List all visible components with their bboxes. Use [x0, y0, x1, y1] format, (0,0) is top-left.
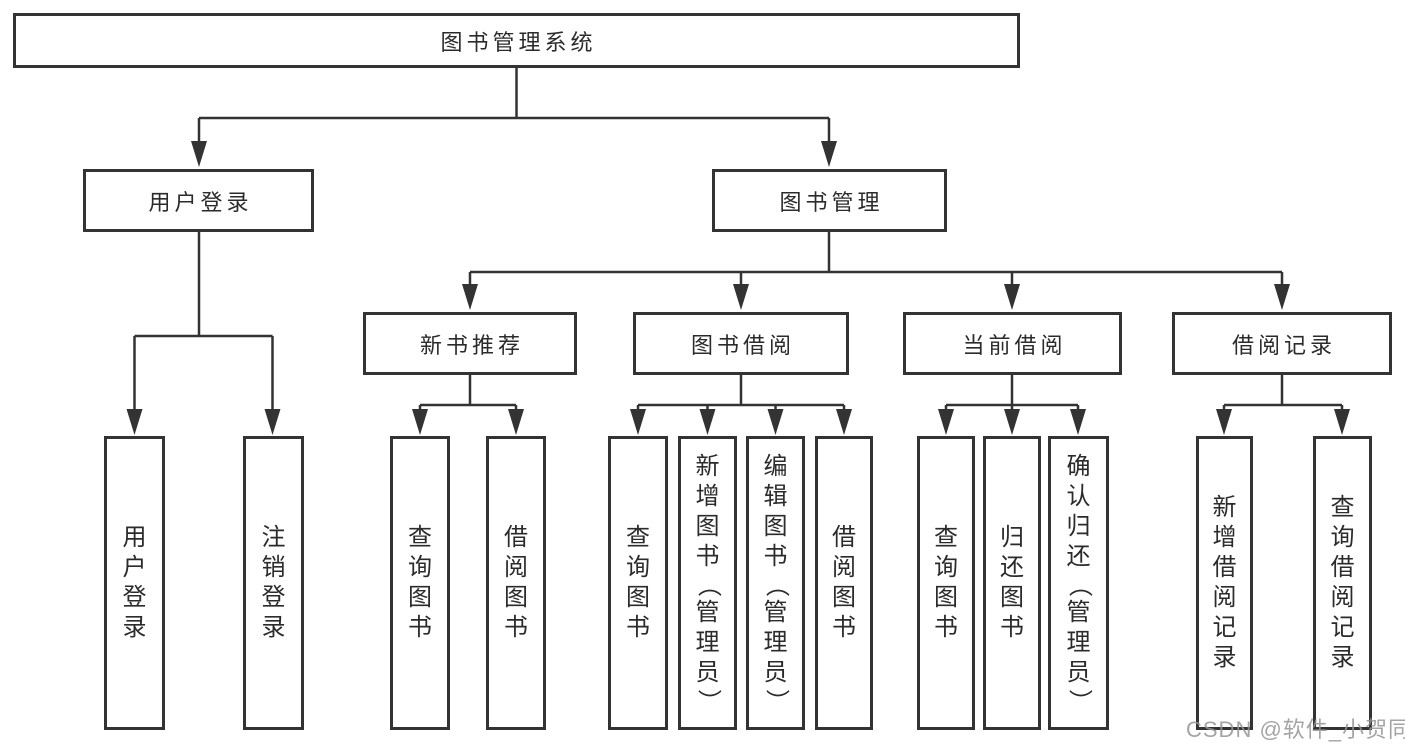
node-label: 图书管理系统 [440, 29, 597, 55]
node-label: 归还图书 [1000, 524, 1024, 641]
node-label: 借阅记录 [1231, 332, 1336, 358]
leaf-edit-books-admin: 编辑图书（管理员） [746, 436, 805, 730]
leaf-query-books-1: 查询图书 [390, 436, 450, 730]
node-label: 借阅图书 [504, 524, 528, 641]
leaf-add-books-admin: 新增图书（管理员） [678, 436, 737, 730]
node-label: 查询图书 [408, 524, 432, 641]
node-label: 用户登录 [122, 524, 147, 641]
node-label: 查询借阅记录 [1330, 494, 1355, 671]
leaf-query-books-3: 查询图书 [917, 436, 975, 730]
leaf-confirm-return-admin: 确认归还（管理员） [1048, 436, 1109, 730]
node-current-borrowing: 当前借阅 [903, 312, 1122, 375]
arrowheads [126, 141, 1350, 435]
leaf-borrow-books-2: 借阅图书 [815, 436, 873, 730]
node-label: 查询图书 [934, 524, 958, 641]
node-label: 新书推荐 [419, 332, 524, 358]
node-label: 新增借阅记录 [1212, 494, 1237, 671]
leaf-logout: 注销登录 [243, 436, 304, 730]
leaf-borrow-books-1: 借阅图书 [486, 436, 546, 730]
node-label: 注销登录 [261, 524, 286, 641]
node-label: 编辑图书（管理员） [762, 453, 790, 714]
leaf-add-borrow-record: 新增借阅记录 [1196, 436, 1253, 730]
node-book-borrowing: 图书借阅 [633, 312, 849, 375]
node-book-management: 图书管理 [712, 169, 947, 232]
node-label: 图书借阅 [690, 332, 795, 358]
node-label: 借阅图书 [832, 524, 856, 641]
node-label: 查询图书 [626, 524, 650, 641]
leaf-user-login: 用户登录 [104, 436, 165, 730]
node-user-login: 用户登录 [83, 169, 314, 232]
leaf-query-borrow-record: 查询借阅记录 [1313, 436, 1372, 730]
leaf-return-books: 归还图书 [983, 436, 1041, 730]
node-label: 确认归还（管理员） [1065, 453, 1093, 714]
node-new-book-recommend: 新书推荐 [363, 312, 577, 375]
watermark: CSDN @软件_小贺同学 [1186, 717, 1405, 742]
node-label: 当前借阅 [962, 332, 1067, 358]
node-library-management-system: 图书管理系统 [13, 13, 1020, 68]
node-label: 用户登录 [148, 189, 253, 215]
node-label: 图书管理 [779, 189, 884, 215]
node-borrowing-records: 借阅记录 [1172, 312, 1392, 375]
leaf-query-books-2: 查询图书 [608, 436, 668, 730]
node-label: 新增图书（管理员） [694, 453, 722, 714]
